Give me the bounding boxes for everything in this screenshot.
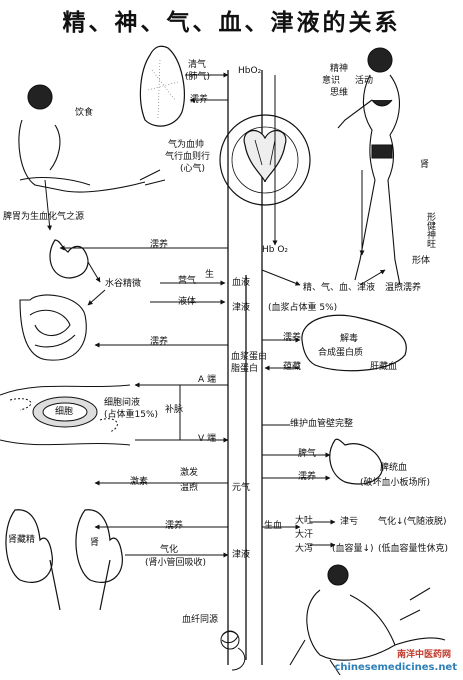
label-ru-yang-3: 濡养	[150, 337, 169, 347]
label-wei-hu: 维护血管壁完整	[290, 419, 354, 429]
label-huo-dong: 活动	[355, 76, 374, 86]
label-shen-kidney: 肾	[90, 538, 100, 548]
woman-posing-illustration	[337, 47, 401, 286]
liver-illustration	[301, 314, 407, 372]
label-xue-jiang-dan-bai: 血浆蛋白	[231, 352, 268, 362]
label-jin-ye-low: 津液	[232, 550, 251, 560]
label-fei-qi: (肺气)	[185, 72, 211, 82]
label-xue-rong-liang-bu-zu: (低血容量性休克)	[378, 544, 449, 554]
label-jing-shen: 精神	[330, 64, 349, 74]
label-yuan-qi: 元气	[232, 483, 251, 493]
label-zang-xue: 肝藏血	[370, 362, 398, 372]
label-shen-cang-jing: 肾藏精	[8, 535, 36, 545]
label-xin-qi: (心气)	[180, 164, 206, 174]
label-fu-dan-bai: 脂蛋白	[231, 364, 259, 374]
label-chu-cang: 蕴藏	[283, 362, 302, 372]
label-da-tu: 大吐	[295, 516, 314, 526]
label-xue-jiang: (血浆占体重 5%)	[268, 303, 338, 313]
label-shen-xiao-guan: (肾小管回吸收)	[145, 558, 207, 568]
label-jie-du: 解毒	[340, 334, 359, 344]
label-qi-hua: 气化	[160, 545, 179, 555]
label-wen-xu: 温煦	[180, 483, 199, 493]
label-xi-bao: 细胞	[55, 407, 74, 417]
label-he-cheng: 合成蛋白质	[318, 348, 364, 358]
label-xue-xian-tong-lu: 血纤同源	[182, 615, 219, 625]
label-ru-yang-mid: 濡养	[150, 240, 169, 250]
label-qi-xing-xue: 气行血则行	[165, 152, 211, 162]
spleen-illustration	[329, 438, 383, 485]
label-jing-qi-xue-jin-ye: 精、气、血、津液	[303, 283, 376, 293]
label-ru-yang-5: 濡养	[298, 472, 317, 482]
heart-circulation	[219, 114, 311, 206]
label-pi-tong-xue: 脾统血	[380, 463, 408, 473]
label-v-duan: V 端	[198, 434, 217, 444]
label-xue-ye: 血液	[232, 278, 251, 288]
label-pi-wei: 脾胃为生血化气之源	[3, 212, 85, 222]
intestines-illustration	[19, 294, 87, 361]
label-jian-fa: 激发	[180, 468, 199, 478]
label-po-huai: (破坏血小板场所)	[360, 478, 431, 488]
label-si-wei: 思维	[330, 88, 349, 98]
watermark-site-url: chinesemedicines.net	[334, 662, 457, 673]
label-xi-bao-jian-ye: 细胞间液	[104, 398, 141, 408]
label-ru-yang-6: 濡养	[165, 521, 184, 531]
label-da-xie: 大泻	[295, 544, 314, 554]
label-ying-qi: 营气	[178, 276, 197, 286]
label-hbo2-top: HbO₂	[238, 66, 262, 76]
kidneys-illustration	[5, 509, 123, 611]
label-bu-mai: 补脉	[165, 405, 184, 415]
fainting-figures-illustration	[289, 564, 446, 676]
label-qi-hua-xia: 气化↓(气随液脱)	[378, 517, 447, 527]
connector-arrows	[44, 72, 386, 558]
label-hbo2-mid: Hb O₂	[262, 245, 289, 255]
label-jin-ye: 津液	[232, 303, 251, 313]
cell-tissue-illustration	[0, 384, 131, 446]
label-wen-xu-ru-yang: 温煦濡养	[385, 283, 422, 293]
glomerulus-illustration	[220, 630, 246, 671]
page-title: 精、神、气、血、津液的关系	[62, 9, 401, 34]
label-a-duan: A 端	[198, 375, 217, 385]
label-xing-ti: 形体	[412, 256, 431, 266]
label-shui-gu-jing-wei: 水谷精微	[105, 279, 142, 289]
label-sheng: 生	[205, 270, 215, 280]
label-yi-shi: 意识	[322, 76, 341, 86]
label-ru-yang-top: 濡养	[190, 95, 209, 105]
label-xue-rong-liang-low: (血容量↓)	[332, 544, 374, 554]
label-jin-kui: 津亏	[340, 517, 359, 527]
label-qi-wei-xue-shuai: 气为血帅	[168, 140, 205, 150]
label-yin-shi: 饮食	[75, 108, 94, 118]
label-da-han: 大汗	[295, 530, 314, 540]
label-ru-yang-4: 濡养	[283, 333, 302, 343]
label-ye-ti: 液体	[178, 297, 197, 307]
stomach-illustration	[49, 239, 89, 279]
label-ji-su: 激素	[130, 477, 149, 487]
woman-eating-illustration	[18, 84, 166, 193]
label-shen: 肾	[420, 160, 430, 170]
label-sheng-xue: 生血	[264, 521, 283, 531]
label-xing-jian-shen-wang: 形健神旺	[425, 212, 435, 248]
lung-illustration	[139, 45, 185, 127]
watermark-site-name: 南洋中医药网	[396, 650, 451, 660]
label-qing-qi: 清气	[188, 60, 207, 70]
label-pi-qi: 脾气	[298, 449, 317, 459]
label-zhan-ti-zhong: (占体重15%)	[104, 410, 159, 420]
